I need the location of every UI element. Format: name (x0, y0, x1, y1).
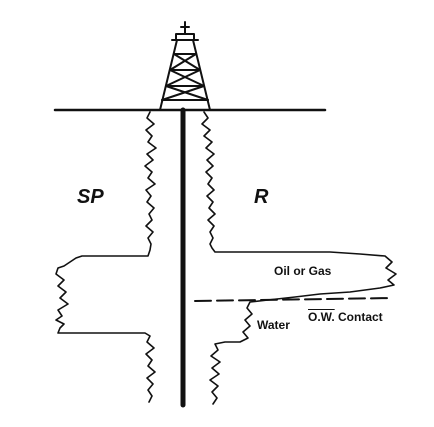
r-curve (201, 111, 397, 405)
derrick-icon (159, 21, 211, 111)
sp-curve (55, 111, 157, 403)
ow-label: O.W. (308, 310, 335, 324)
ow-contact-line (194, 297, 393, 302)
r-label: R (254, 186, 269, 208)
sp-label: SP (77, 186, 104, 208)
ow-contact-label: O.W. Contact (308, 311, 383, 323)
contact-label: Contact (338, 310, 383, 324)
water-label: Water (257, 318, 290, 332)
oil-or-gas-label: Oil or Gas (274, 264, 332, 278)
